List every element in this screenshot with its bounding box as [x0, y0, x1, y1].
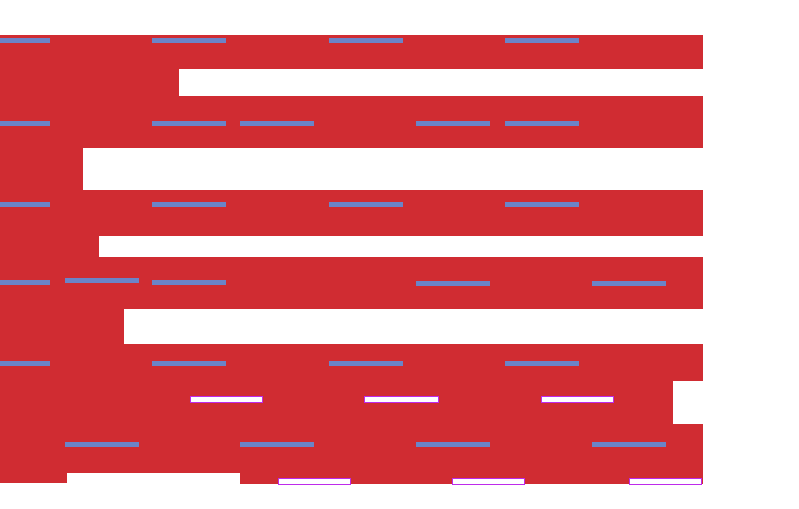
red-text-block: [0, 96, 703, 148]
red-text-block: [0, 69, 179, 96]
red-text-block: [0, 148, 83, 190]
magenta-outlined-bar: [541, 396, 614, 403]
blue-link-bar: [505, 361, 579, 366]
blue-link-bar: [0, 121, 50, 126]
red-text-block: [0, 309, 124, 344]
blue-link-bar: [0, 361, 50, 366]
blue-link-bar: [240, 121, 314, 126]
blue-link-bar: [329, 38, 403, 43]
white-cutout: [673, 381, 703, 424]
magenta-outlined-bar: [190, 396, 263, 403]
blue-link-bar: [329, 361, 403, 366]
blue-link-bar: [240, 442, 314, 447]
blue-link-bar: [592, 442, 666, 447]
blue-link-bar: [416, 121, 490, 126]
blue-link-bar: [0, 38, 50, 43]
red-text-block: [0, 257, 703, 309]
magenta-outlined-bar: [364, 396, 439, 403]
blue-link-bar: [152, 202, 226, 207]
blue-link-bar: [152, 280, 226, 285]
magenta-outlined-bar: [278, 478, 351, 485]
blue-link-bar: [0, 202, 50, 207]
blue-link-bar: [152, 121, 226, 126]
red-text-block: [0, 190, 703, 236]
blue-link-bar: [505, 121, 579, 126]
blue-link-bar: [505, 38, 579, 43]
magenta-outlined-bar: [452, 478, 525, 485]
magenta-outlined-bar: [629, 478, 702, 485]
blue-link-bar: [152, 361, 226, 366]
blue-link-bar: [416, 281, 490, 286]
blue-link-bar: [65, 278, 139, 283]
blue-link-bar: [416, 442, 490, 447]
blue-link-bar: [592, 281, 666, 286]
blue-link-bar: [0, 280, 50, 285]
blue-link-bar: [329, 202, 403, 207]
blue-link-bar: [152, 38, 226, 43]
blue-link-bar: [65, 442, 139, 447]
red-text-block: [0, 473, 67, 483]
blue-link-bar: [505, 202, 579, 207]
red-text-block: [0, 236, 99, 257]
